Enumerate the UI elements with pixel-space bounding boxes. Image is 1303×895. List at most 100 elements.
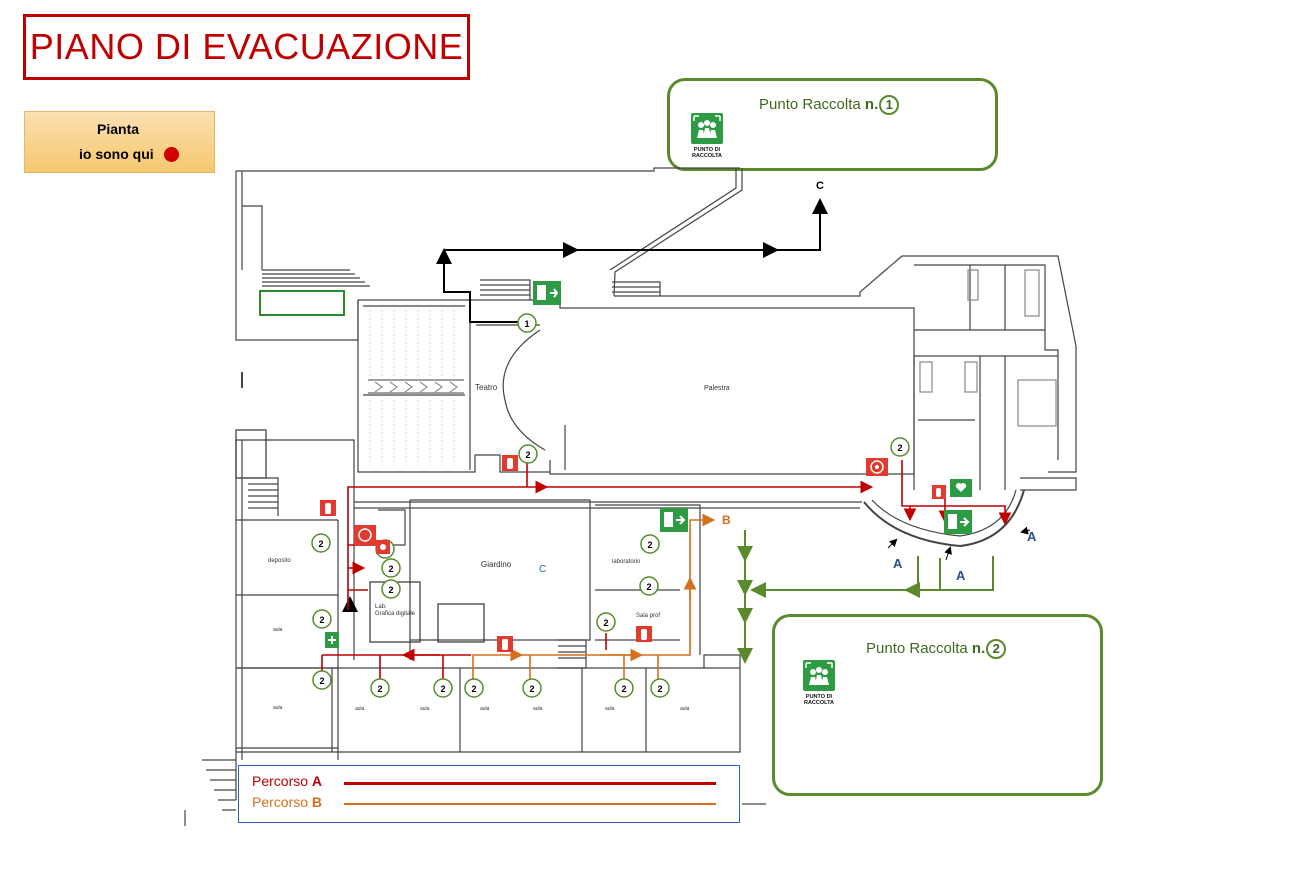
svg-text:2: 2 <box>377 684 382 694</box>
marker-2: 2 <box>381 558 401 578</box>
route-letters: C B A A A <box>722 180 1037 583</box>
svg-text:2: 2 <box>646 582 651 592</box>
svg-text:2: 2 <box>440 684 445 694</box>
room-lab-line2: Grafica digitale <box>375 611 416 617</box>
marker-2: 2 <box>381 579 401 599</box>
fire-hose-icon <box>354 525 376 545</box>
marker-1: 1 <box>517 313 537 333</box>
aed-icon <box>950 479 972 497</box>
marker-2: 2 <box>312 670 332 690</box>
svg-text:2: 2 <box>319 615 324 625</box>
route-b <box>472 513 716 680</box>
letter-a: A <box>893 556 903 571</box>
fire-extinguisher-icon <box>497 636 513 652</box>
svg-text:2: 2 <box>529 684 534 694</box>
emergency-exit-icon <box>944 510 972 534</box>
route-legend: Percorso A Percorso B <box>238 765 740 823</box>
marker-2: 2 <box>596 612 616 632</box>
assembly-point-icon <box>803 660 835 691</box>
building-walls <box>184 167 1077 826</box>
first-aid-icon <box>325 632 339 648</box>
room-aula: aula <box>273 627 283 633</box>
fire-extinguisher-icon <box>320 500 336 516</box>
room-labels: Teatro Palestra Giardino C deposito labo… <box>268 383 730 712</box>
marker-2: 2 <box>640 534 660 554</box>
svg-text:2: 2 <box>647 540 652 550</box>
title-text: PIANO DI EVACUAZIONE <box>29 26 464 67</box>
svg-text:2: 2 <box>388 564 393 574</box>
svg-text:2: 2 <box>318 539 323 549</box>
marker-2: 2 <box>311 533 331 553</box>
room-aula: aula <box>605 706 615 712</box>
svg-text:2: 2 <box>603 618 608 628</box>
svg-text:2: 2 <box>621 684 626 694</box>
room-aula: aula <box>480 706 490 712</box>
rally-point-1-title: Punto Raccolta n.1 <box>759 95 900 115</box>
room-aula: aula <box>355 706 365 712</box>
fire-extinguisher-icon <box>636 626 652 642</box>
rally-point-2-box: Punto Raccolta n.2 PUNTO DI RACCOLTA <box>772 614 1103 796</box>
rally-point-2-title: Punto Raccolta n.2 <box>866 639 1007 659</box>
room-giardino: Giardino <box>481 560 512 569</box>
you-are-here-box: Pianta io sono qui <box>24 111 215 173</box>
marker-2: 2 <box>522 678 542 698</box>
marker-2: 2 <box>433 678 453 698</box>
svg-text:2: 2 <box>525 450 530 460</box>
alarm-button-icon <box>376 540 390 554</box>
giardino-letter: C <box>539 564 546 575</box>
room-lab-line1: Lab. <box>375 604 387 610</box>
here-line-1: Pianta <box>97 121 140 137</box>
room-teatro: Teatro <box>475 383 498 392</box>
room-aula: aula <box>533 706 543 712</box>
you-are-here-dot-icon <box>164 147 179 162</box>
fire-extinguisher-icon <box>502 455 518 471</box>
letter-a: A <box>1027 529 1037 544</box>
svg-text:1: 1 <box>524 319 529 329</box>
svg-text:2: 2 <box>897 443 902 453</box>
arc-pointers <box>887 526 1031 561</box>
emergency-exit-signs <box>533 281 972 534</box>
legend-route-b: Percorso B <box>252 794 323 810</box>
here-line-2: io sono qui <box>79 146 154 162</box>
svg-text:2: 2 <box>657 684 662 694</box>
marker-2: 2 <box>614 678 634 698</box>
emergency-exit-icon <box>533 281 561 305</box>
marker-2: 2 <box>518 444 538 464</box>
marker-2: 2 <box>639 576 659 596</box>
room-palestra: Palestra <box>704 385 730 392</box>
letter-b: B <box>722 513 731 527</box>
svg-text:2: 2 <box>319 676 324 686</box>
fire-hose-icon <box>866 458 888 476</box>
assembly-point-label: PUNTO DI RACCOLTA <box>691 147 723 159</box>
emergency-exit-icon <box>660 508 688 532</box>
room-aula: aula <box>420 706 430 712</box>
marker-2: 2 <box>464 678 484 698</box>
marker-2: 2 <box>890 437 910 457</box>
route-c <box>342 198 828 612</box>
fire-safety-icons <box>320 455 946 652</box>
legend-route-a: Percorso A <box>252 773 323 789</box>
room-deposito: deposito <box>268 558 291 564</box>
marker-2: 2 <box>650 678 670 698</box>
rally-point-1-box: Punto Raccolta n.1 PUNTO DI RACCOLTA <box>667 78 998 171</box>
assembly-point-label: PUNTO DI RACCOLTA <box>803 694 835 706</box>
fire-extinguisher-icon <box>932 485 946 499</box>
letter-a: A <box>956 568 966 583</box>
room-laboratorio: laboratorio <box>612 559 641 565</box>
marker-2: 2 <box>370 678 390 698</box>
svg-text:2: 2 <box>471 684 476 694</box>
marker-2: 2 <box>312 609 332 629</box>
room-sala-prof: Sala prof <box>636 613 660 619</box>
assembly-point-icon <box>691 113 723 144</box>
letter-c: C <box>816 180 824 192</box>
legend-route-b-line <box>344 803 716 805</box>
svg-text:2: 2 <box>388 585 393 595</box>
route-markers: 1 2 2 2 2 2 2 2 2 2 2 2 2 2 2 2 2 2 <box>311 313 910 698</box>
page-title: PIANO DI EVACUAZIONE <box>23 14 470 80</box>
route-a <box>321 460 1012 680</box>
room-aula: aula <box>680 706 690 712</box>
legend-route-a-line <box>344 782 716 785</box>
room-aula: aula <box>273 705 283 711</box>
route-to-rally-2 <box>737 530 994 664</box>
